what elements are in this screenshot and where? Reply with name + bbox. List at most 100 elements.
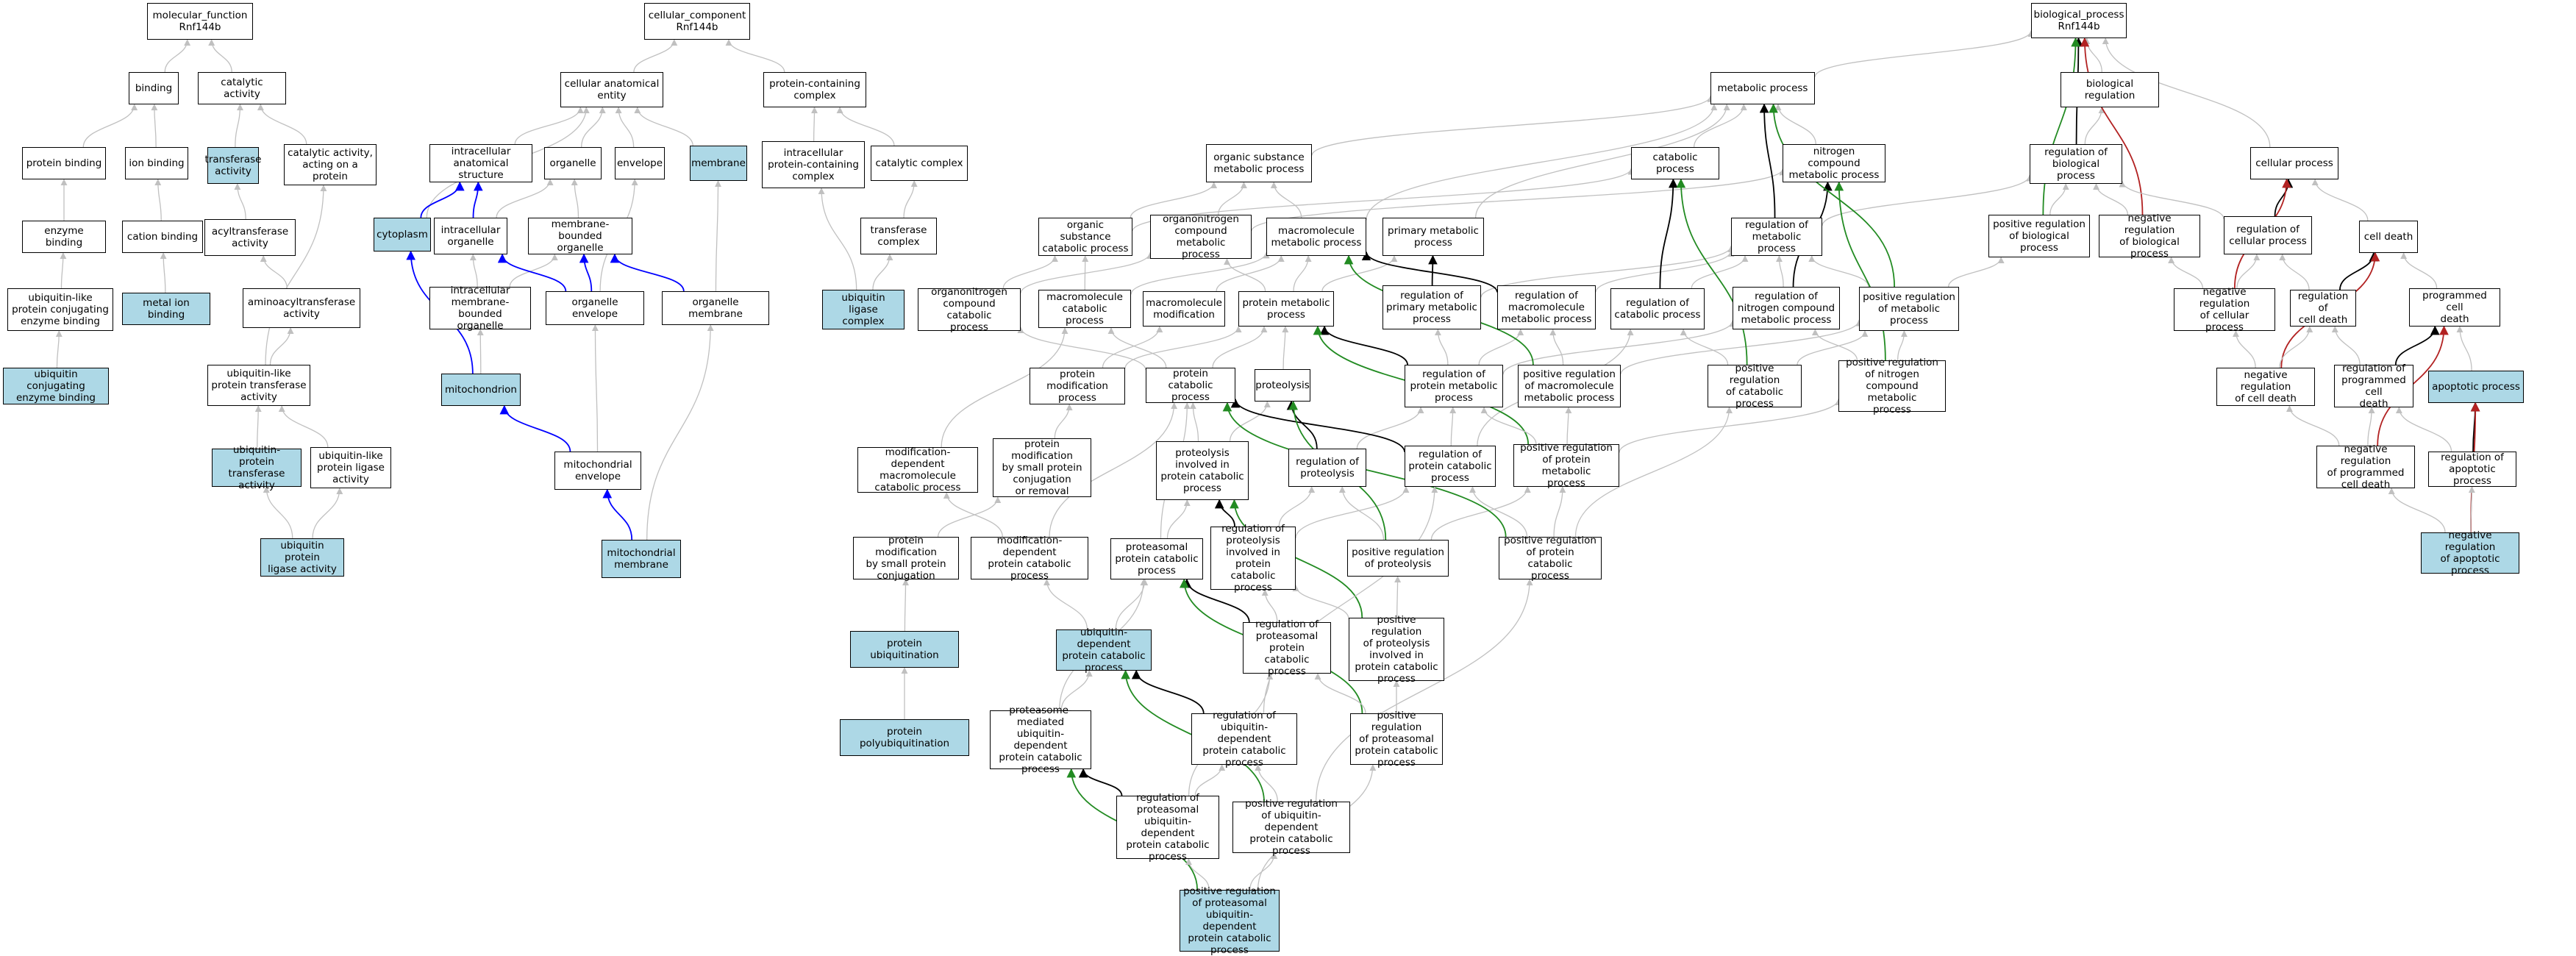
go-term-cellproc[interactable]: cellular process [2250,147,2338,179]
go-term-posregppcp[interactable]: positive regulation of proteasomal prote… [1350,713,1443,765]
go-term-ublc[interactable]: ubiquitin ligase complex [822,290,905,329]
go-term-ubligase[interactable]: ubiquitin protein ligase activity [260,538,344,577]
go-term-mf[interactable]: molecular_function Rnf144b [147,3,253,40]
go-term-regproteolysis[interactable]: regulation of proteolysis [1288,449,1366,487]
go-term-regpcd[interactable]: regulation of programmed cell death [2334,365,2413,407]
go-term-regprotmp[interactable]: regulation of protein metabolic process [1405,365,1503,407]
go-term-mmp[interactable]: macromolecule metabolic process [1266,218,1366,256]
go-term-cae[interactable]: cellular anatomical entity [560,72,663,107]
go-term-aminoacyl[interactable]: aminoacyltransferase activity [243,288,360,328]
go-term-ubltransf[interactable]: ubiquitin-like protein transferase activ… [207,365,310,406]
go-term-ipcc[interactable]: intracellular protein-containing complex [762,141,865,188]
go-term-regmp[interactable]: regulation of metabolic process [1731,218,1822,256]
go-term-membrane[interactable]: membrane [690,146,747,181]
go-term-oncmp[interactable]: organonitrogen compound metabolic proces… [1150,215,1252,259]
go-term-posregmp[interactable]: positive regulation of metabolic process [1859,287,1959,331]
go-term-cc[interactable]: cellular_component Rnf144b [644,3,750,40]
go-term-regncmp[interactable]: regulation of nitrogen compound metaboli… [1733,287,1840,329]
go-term-imbo[interactable]: intracellular membrane-bounded organelle [429,287,531,329]
go-term-regcat[interactable]: regulation of catabolic process [1610,288,1705,329]
go-term-negregbp[interactable]: negative regulation of biological proces… [2099,215,2200,257]
go-term-negregpcd[interactable]: negative regulation of programmed cell d… [2316,446,2415,488]
go-term-pmudpcp[interactable]: proteasome-mediated ubiquitin-dependent … [990,710,1091,769]
go-term-regpcp[interactable]: regulation of protein catabolic process [1405,446,1496,487]
go-term-ppcp[interactable]: proteasomal protein catabolic process [1110,538,1203,579]
go-term-regpmudpcp[interactable]: regulation of proteasomal ubiquitin-depe… [1116,796,1219,859]
go-term-ionbind[interactable]: ion binding [125,147,188,179]
go-term-mito[interactable]: mitochondrion [441,374,521,406]
go-term-transfact[interactable]: transferase activity [207,147,259,184]
go-term-pipcp[interactable]: proteolysis involved in protein cataboli… [1156,441,1249,500]
go-term-posregmmp[interactable]: positive regulation of macromolecule met… [1518,365,1621,407]
go-term-ias[interactable]: intracellular anatomical structure [429,144,532,182]
go-term-protcat[interactable]: protein catabolic process [1146,368,1235,403]
go-term-regcd[interactable]: regulation of cell death [2290,290,2356,327]
go-term-regmmp[interactable]: regulation of macromolecule metabolic pr… [1497,285,1596,329]
go-term-organelle[interactable]: organelle [544,147,602,179]
go-term-protmodp[interactable]: protein modification process [1030,368,1125,404]
go-term-regbp[interactable]: regulation of biological process [2030,144,2122,184]
go-term-ubconjbind[interactable]: ubiquitin conjugating enzyme binding [3,368,109,404]
go-term-metalbind[interactable]: metal ion binding [122,293,210,325]
go-term-pmspc[interactable]: protein modification by small protein co… [853,537,959,579]
go-term-celldeath[interactable]: cell death [2359,221,2418,253]
go-term-negregcp[interactable]: negative regulation of cellular process [2174,288,2275,331]
go-term-metab[interactable]: metabolic process [1710,72,1815,104]
go-term-envelope[interactable]: envelope [615,147,665,179]
go-term-catcomplex[interactable]: catalytic complex [871,146,968,181]
go-term-udpcp[interactable]: ubiquitin-dependent protein catabolic pr… [1056,629,1152,671]
go-term-regcp[interactable]: regulation of cellular process [2224,216,2312,254]
go-term-oscp[interactable]: organic substance catabolic process [1038,218,1132,256]
go-term-regppcp[interactable]: regulation of proteasomal protein catabo… [1243,622,1331,674]
go-term-mitomem[interactable]: mitochondrial membrane [602,540,681,578]
go-term-posregncmp[interactable]: positive regulation of nitrogen compound… [1838,360,1946,412]
go-term-protbind[interactable]: protein binding [22,147,106,179]
go-term-ncmp[interactable]: nitrogen compound metabolic process [1783,144,1885,182]
go-term-posregpmp[interactable]: positive regulation of protein metabolic… [1513,444,1619,487]
go-term-mdpcp[interactable]: modification-dependent protein catabolic… [971,537,1088,579]
go-term-mdmcp[interactable]: modification-dependent macromolecule cat… [857,447,978,493]
go-term-negregap[interactable]: negative regulation of apoptotic process [2421,532,2519,574]
go-term-cationbind[interactable]: cation binding [122,221,203,253]
go-term-pcc[interactable]: protein-containing complex [763,72,866,107]
go-term-posregpcp[interactable]: positive regulation of protein catabolic… [1499,537,1602,579]
go-term-apoptotic[interactable]: apoptotic process [2428,371,2524,403]
go-term-catprot[interactable]: catalytic activity, acting on a protein [284,144,377,185]
go-term-protubiq[interactable]: protein ubiquitination [850,631,959,668]
go-term-enzbind[interactable]: enzyme binding [22,221,106,253]
go-term-posregbp[interactable]: positive regulation of biological proces… [1988,215,2090,257]
go-term-orgmem[interactable]: organelle membrane [662,291,769,325]
go-term-binding[interactable]: binding [129,72,179,104]
go-term-regpipcp[interactable]: regulation of proteolysis involved in pr… [1210,527,1296,590]
go-term-mitoenv[interactable]: mitochondrial envelope [554,452,641,490]
go-term-bioreg[interactable]: biological regulation [2061,72,2159,107]
go-term-catact[interactable]: catalytic activity [198,72,286,104]
go-term-bp[interactable]: biological_process Rnf144b [2031,3,2127,38]
go-term-osmp[interactable]: organic substance metabolic process [1206,144,1312,182]
go-term-regpmp[interactable]: regulation of primary metabolic process [1382,285,1481,329]
go-term-cytoplasm[interactable]: cytoplasm [374,218,431,252]
go-term-mbo[interactable]: membrane-bounded organelle [528,218,632,254]
go-term-ublconjbind[interactable]: ubiquitin-like protein conjugating enzym… [7,288,113,331]
go-term-proteolysis[interactable]: proteolysis [1255,369,1310,402]
go-term-negregcd[interactable]: negative regulation of cell death [2216,368,2315,406]
go-term-regudpcp[interactable]: regulation of ubiquitin-dependent protei… [1191,713,1297,765]
go-term-posregpmudpcp[interactable]: positive regulation of proteasomal ubiqu… [1180,890,1280,952]
go-term-ublligase[interactable]: ubiquitin-like protein ligase activity [310,447,391,488]
go-term-regap[interactable]: regulation of apoptotic process [2428,452,2516,487]
go-term-acyltr[interactable]: acyltransferase activity [204,219,296,256]
go-term-protpolyubiq[interactable]: protein polyubiquitination [840,719,969,756]
go-term-protmp[interactable]: protein metabolic process [1238,291,1334,327]
go-term-onccp[interactable]: organonitrogen compound catabolic proces… [918,288,1021,331]
go-term-mcp[interactable]: macromolecule catabolic process [1038,290,1131,328]
go-term-mmod[interactable]: macromolecule modification [1143,291,1225,327]
go-term-transfcomplex[interactable]: transferase complex [860,218,937,254]
go-term-pcd[interactable]: programmed cell death [2409,288,2500,327]
go-term-pmsp[interactable]: protein modification by small protein co… [993,438,1091,497]
go-term-posregcat[interactable]: positive regulation of catabolic process [1708,365,1802,407]
go-term-intraorg[interactable]: intracellular organelle [434,218,507,254]
go-term-posregpipcp[interactable]: positive regulation of proteolysis invol… [1349,618,1444,681]
go-term-ubtransf[interactable]: ubiquitin-protein transferase activity [212,449,302,487]
go-term-pmp[interactable]: primary metabolic process [1382,218,1484,256]
go-term-orgenv[interactable]: organelle envelope [546,291,644,325]
